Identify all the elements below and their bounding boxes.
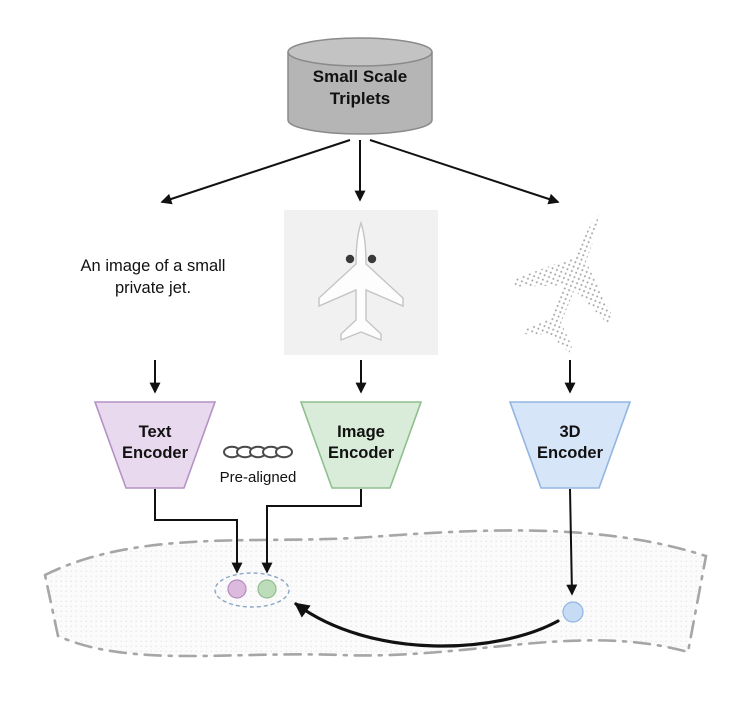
text-encoder-label: Text Encoder: [121, 423, 189, 463]
image-encoder-shape: [299, 401, 423, 489]
fanout-arrows: [160, 139, 560, 205]
database-cylinder: [287, 37, 433, 135]
fan-arrow-left: [160, 139, 351, 205]
text-embedding-dot: [227, 579, 247, 599]
chain-icon: [223, 445, 293, 459]
airplane-pointcloud: [513, 214, 614, 353]
3d-encoder-output-arrow: [566, 488, 578, 596]
image-encoder-output-arrow: [261, 489, 362, 574]
text-encoder-shape: [93, 401, 217, 489]
image-embedding-dot: [257, 579, 277, 599]
airplane-image: [284, 210, 438, 355]
image-encoder-label: Image Encoder: [327, 423, 395, 463]
text-sample: An image of a small private jet.: [80, 257, 226, 297]
prealigned-label: Pre-aligned: [219, 469, 297, 486]
embedding-connectors: [154, 488, 578, 596]
database-label: Small Scale Triplets: [312, 67, 408, 109]
fan-arrow-right: [369, 139, 560, 205]
3d-embedding-dot: [562, 601, 584, 623]
3d-encoder-label: 3D Encoder: [536, 423, 604, 463]
encoder-input-arrows: [149, 360, 576, 394]
alignment-curved-arrow: [294, 602, 560, 648]
3d-encoder-shape: [508, 401, 632, 489]
aligned-embeddings-ellipse: [214, 572, 290, 608]
text-encoder-output-arrow: [154, 489, 243, 574]
